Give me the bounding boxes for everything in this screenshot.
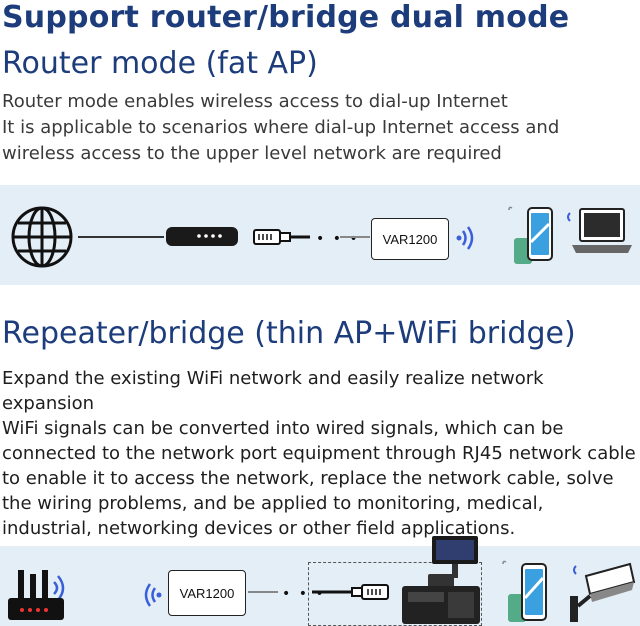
repeater-mode-description: Expand the existing WiFi network and eas…	[2, 366, 638, 541]
globe-icon	[11, 206, 73, 268]
wifi-signal-icon	[144, 583, 162, 607]
link-line	[248, 591, 278, 593]
repeater-mode-line-1: Expand the existing WiFi network and eas…	[2, 368, 544, 414]
wifi-signal-icon	[456, 226, 474, 250]
link-line	[340, 236, 370, 238]
router-mode-diagram: • • • VAR1200	[0, 185, 640, 285]
router-mode-line-1: Router mode enables wireless access to d…	[2, 91, 508, 112]
link-line	[78, 236, 164, 238]
repeater-mode-diagram: VAR1200 • • •	[0, 536, 640, 626]
cable-dots: • • •	[282, 586, 326, 602]
pos-terminal-icon	[402, 536, 480, 624]
router-mode-heading: Router mode (fat AP)	[2, 46, 318, 81]
security-camera-icon	[570, 562, 636, 622]
device-label-box: VAR1200	[371, 218, 449, 260]
router-mode-line-2: It is applicable to scenarios where dial…	[2, 117, 560, 164]
device-label: VAR1200	[179, 585, 235, 601]
cable-dots: • • •	[316, 231, 360, 247]
smartphone-icon	[502, 560, 547, 622]
router-mode-description: Router mode enables wireless access to d…	[2, 89, 636, 167]
router-icon	[8, 570, 65, 620]
rj45-connector-icon	[312, 584, 389, 600]
page-title: Support router/bridge dual mode	[2, 0, 570, 35]
laptop-icon	[567, 208, 632, 253]
repeater-mode-line-2: WiFi signals can be converted into wired…	[2, 418, 636, 539]
rj45-connector-icon	[253, 229, 310, 245]
repeater-mode-heading: Repeater/bridge (thin AP+WiFi bridge)	[2, 316, 576, 351]
modem-icon	[166, 227, 238, 246]
device-label-box: VAR1200	[168, 570, 246, 616]
smartphone-icon	[508, 206, 553, 264]
device-label: VAR1200	[382, 231, 438, 247]
